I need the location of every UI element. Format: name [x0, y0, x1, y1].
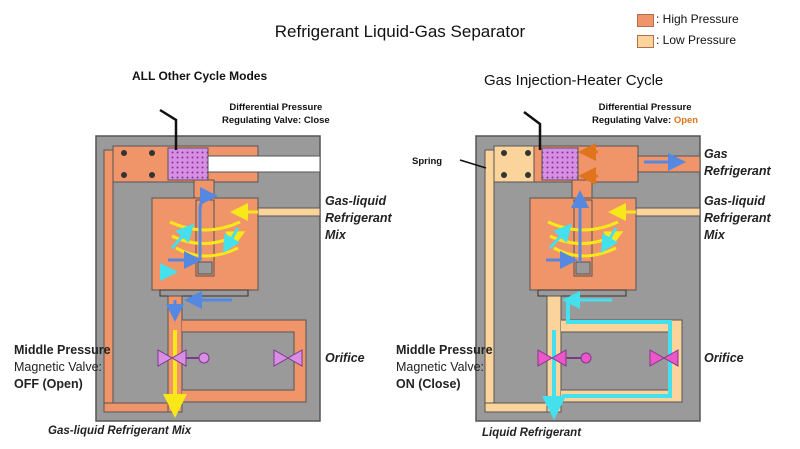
right-gas-label: Gas Refrigerant: [704, 146, 771, 180]
right-magnetic-valve-label: Middle Pressure Magnetic Valve: ON (Clos…: [396, 342, 493, 393]
right-valve-label-line2: Regulating Valve: Open: [592, 114, 698, 127]
right-gas-line2: Refrigerant: [704, 164, 771, 178]
left-valve-label-line1: Differential Pressure: [229, 102, 323, 113]
left-inlet-line2: Refrigerant: [325, 211, 392, 225]
right-valve-label-prefix: Regulating Valve:: [592, 115, 674, 126]
left-valve-label-line2: Regulating Valve: Close: [222, 115, 330, 126]
right-inlet-line2: Refrigerant: [704, 211, 771, 225]
right-orifice-label: Orifice: [704, 351, 744, 365]
right-inlet-label: Gas-liquid Refrigerant Mix: [704, 193, 771, 244]
left-valve-label: Differential Pressure Regulating Valve: …: [222, 101, 330, 127]
right-heading: Gas Injection-Heater Cycle: [484, 72, 664, 89]
page-title: Refrigerant Liquid-Gas Separator: [274, 22, 526, 41]
right-orifice-valve-icon: [649, 349, 679, 367]
left-magnetic-valve-label: Middle Pressure Magnetic Valve: OFF (Ope…: [14, 342, 111, 393]
right-valve-state: Open: [673, 115, 699, 126]
right-gas-line1: Gas: [704, 147, 728, 161]
left-valve-spool: [167, 147, 209, 181]
right-outlet-label: Liquid Refrigerant: [482, 427, 582, 439]
right-mpv-line2: Magnetic Valve:: [396, 360, 485, 374]
left-outlet-label: Gas-liquid Refrigerant Mix: [48, 425, 192, 437]
right-valve-label-line1: Differential Pressure: [598, 102, 692, 113]
left-orifice-valve-icon: [273, 349, 303, 367]
left-mpv-state: OFF (Open): [14, 377, 83, 391]
right-inlet-line1: Gas-liquid: [704, 194, 766, 208]
left-magnetic-valve-icon: [157, 349, 210, 367]
right-inlet-pipe: [635, 207, 701, 217]
right-valve-label: Differential Pressure Regulating Valve: …: [592, 101, 698, 127]
right-mpv-state: ON (Close): [396, 377, 461, 391]
legend-label-low: : Low Pressure: [656, 33, 737, 47]
right-magnetic-valve-icon: [537, 349, 592, 367]
left-mpv-line1: Middle Pressure: [14, 343, 111, 357]
right-valve-spool: [541, 147, 579, 181]
left-inlet-line3: Mix: [325, 228, 346, 242]
left-inlet-label: Gas-liquid Refrigerant Mix: [325, 193, 392, 244]
left-heading: ALL Other Cycle Modes: [132, 69, 268, 83]
left-mpv-line2: Magnetic Valve:: [14, 360, 103, 374]
legend-label-high: : High Pressure: [656, 12, 739, 26]
legend-swatch-high: [637, 14, 654, 27]
right-mpv-line1: Middle Pressure: [396, 343, 493, 357]
left-inlet-pipe: [257, 207, 321, 217]
right-separator: [459, 111, 701, 422]
left-separator: [95, 108, 321, 422]
spring-label: Spring: [412, 156, 443, 167]
legend-swatch-low: [637, 35, 654, 48]
right-inlet-line3: Mix: [704, 228, 725, 242]
left-orifice-label: Orifice: [325, 351, 365, 365]
left-inlet-line1: Gas-liquid: [325, 194, 387, 208]
